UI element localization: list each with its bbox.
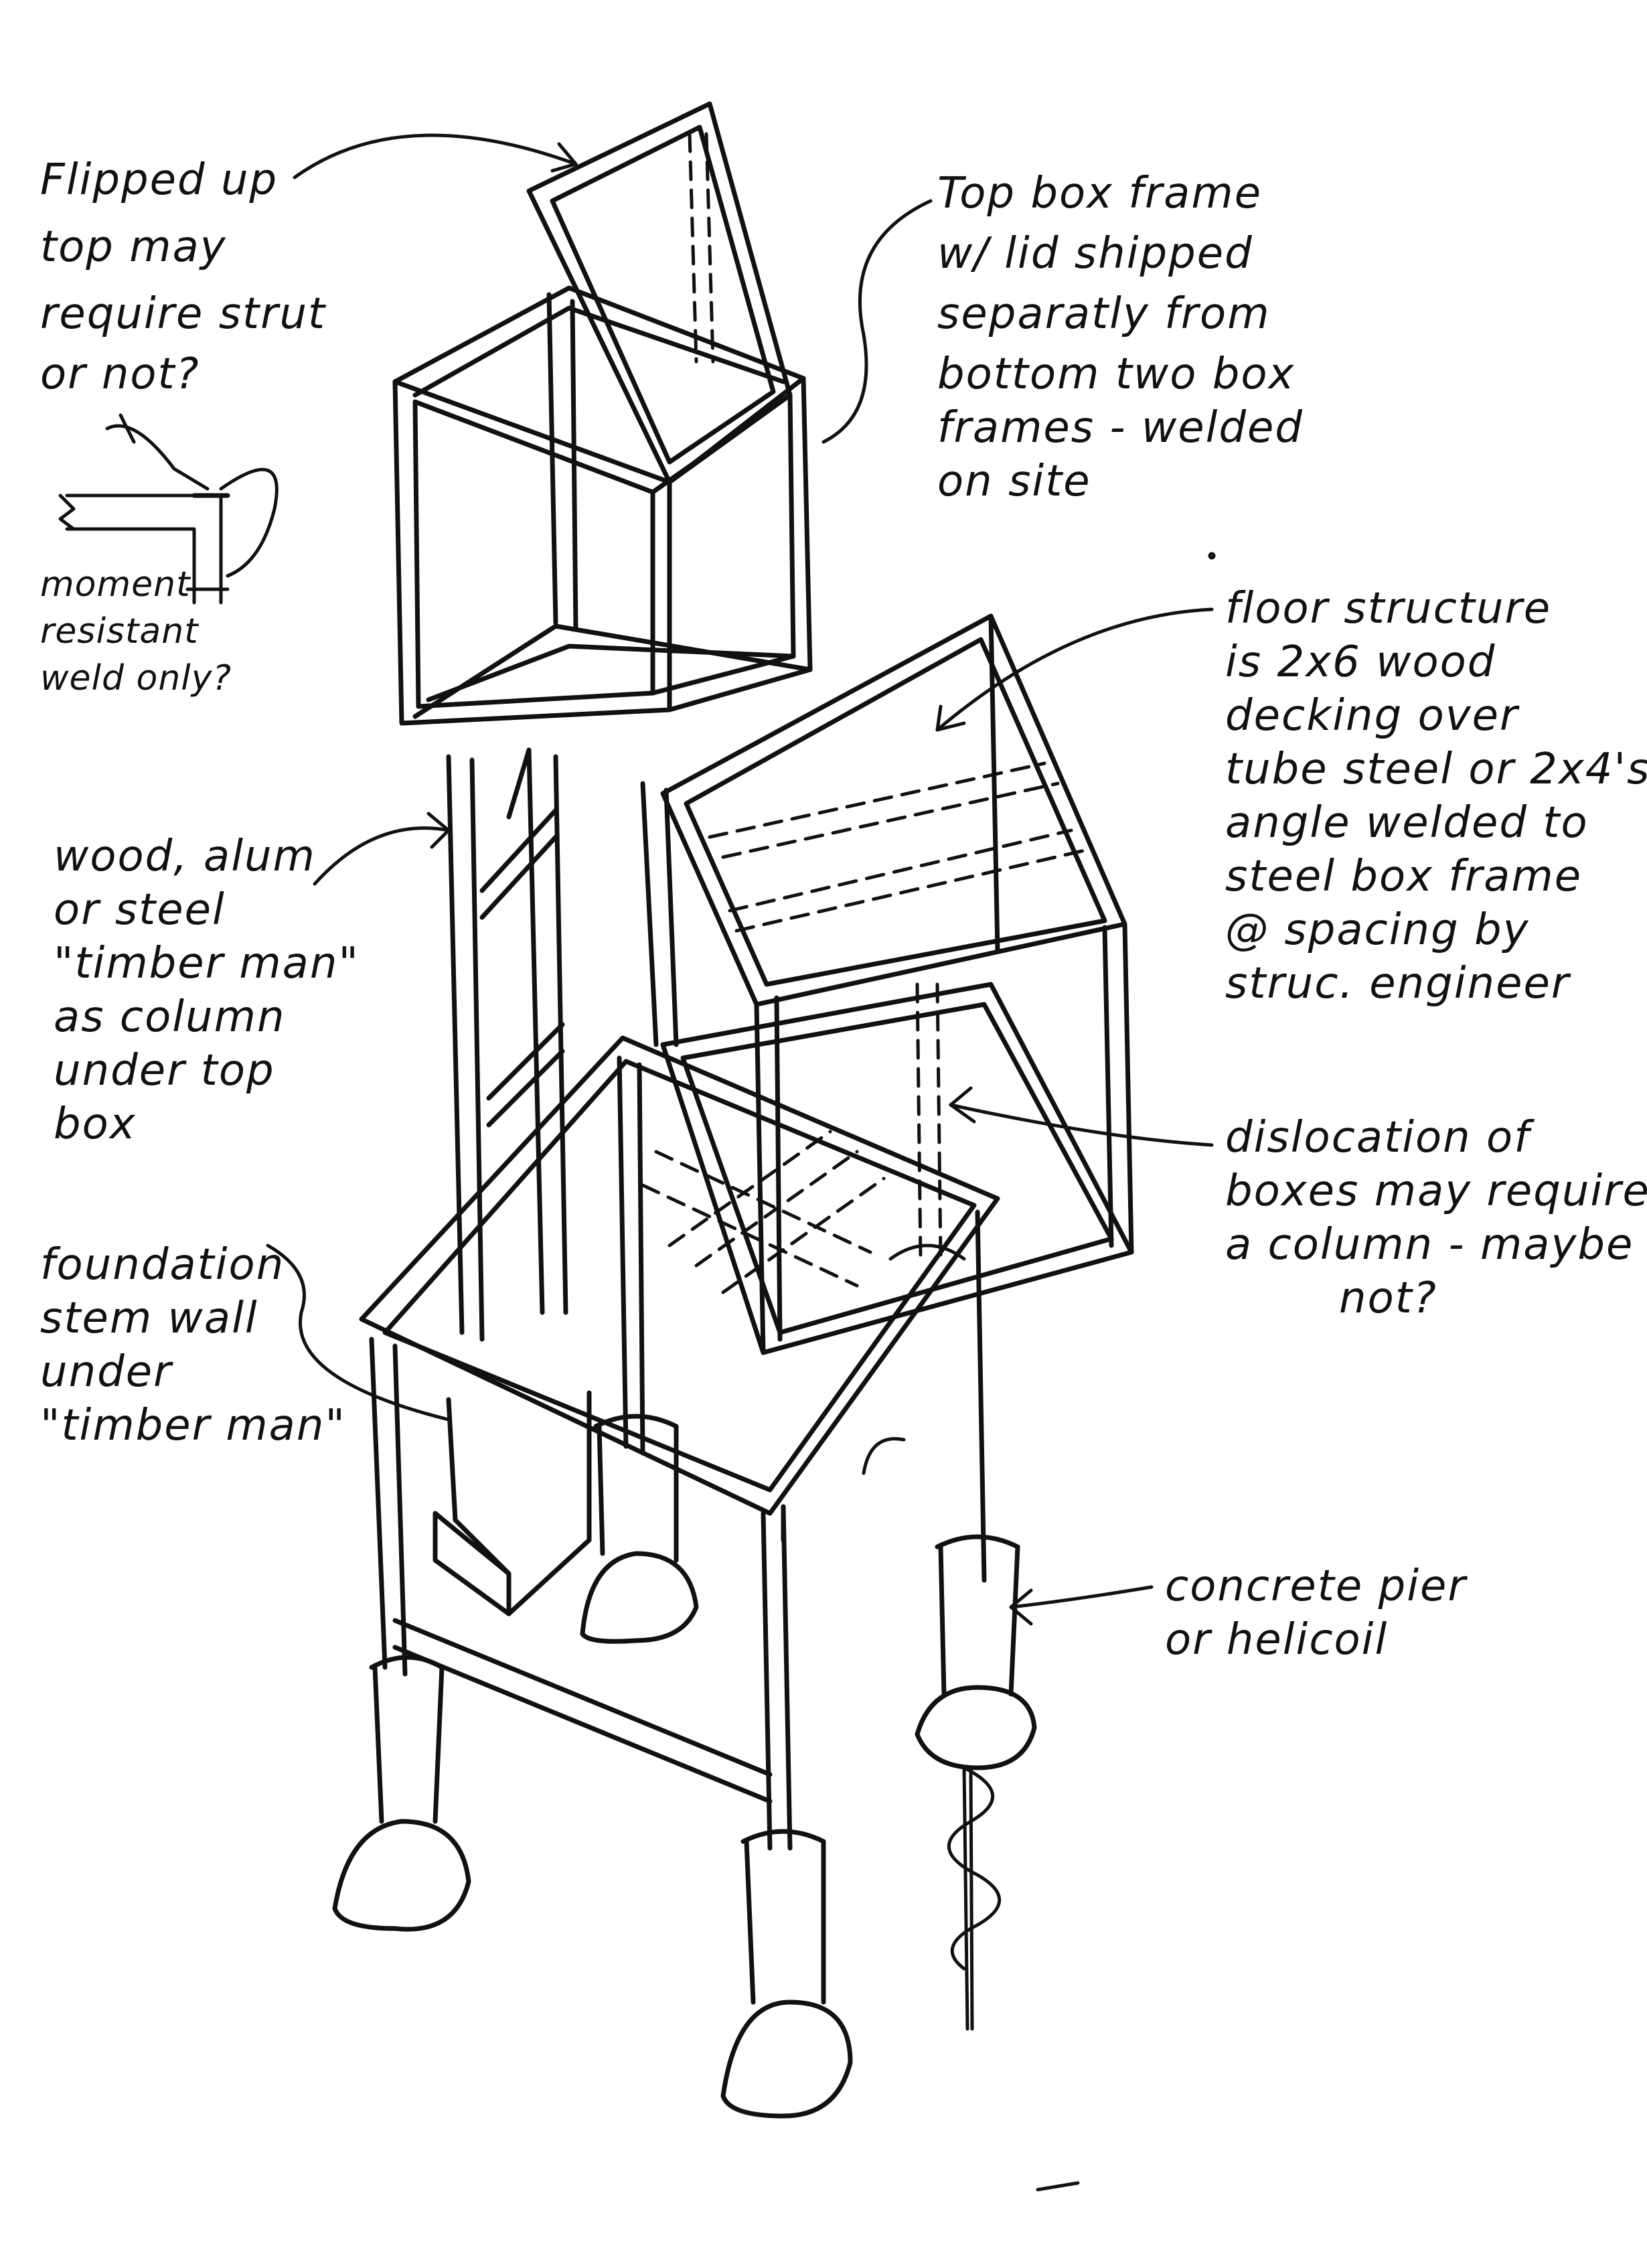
note-pier-line: or helicoil <box>1165 1615 1388 1665</box>
stray-dot <box>1208 552 1216 560</box>
note-moment-weld-line: moment <box>40 564 191 605</box>
note-top-box-line: bottom two box <box>937 350 1295 399</box>
note-floor-line: tube steel or 2x4's <box>1225 745 1647 794</box>
note-flipped-top: Flipped up top may require strut or not? <box>40 155 327 399</box>
note-timber-man-line: under top <box>54 1046 275 1095</box>
note-foundation: foundation stem wall under "timber man" <box>40 1240 346 1450</box>
leader-dislocation-arrow <box>949 1086 976 1124</box>
note-flipped-top-line: top may <box>40 222 227 272</box>
note-floor-line: @ spacing by <box>1225 905 1530 955</box>
note-floor-line: struc. engineer <box>1225 959 1571 1008</box>
note-timber-man-line: wood, alum <box>54 832 316 881</box>
leader-floor <box>935 607 1214 732</box>
note-dislocation-line: boxes may require <box>1225 1166 1647 1216</box>
weld-detail <box>58 413 279 605</box>
note-flipped-top-line: or not? <box>40 350 200 399</box>
note-top-box-line: frames - welded <box>937 403 1304 453</box>
flipped-lid <box>526 101 793 485</box>
note-top-box-line: Top box frame <box>937 169 1262 218</box>
top-box-frame <box>392 285 813 726</box>
note-floor-line: steel box frame <box>1225 852 1582 901</box>
note-pier: concrete pier or helicoil <box>1165 1562 1468 1665</box>
leader-timber-man-arrow <box>426 812 451 849</box>
note-top-box-line: on site <box>937 457 1091 506</box>
leader-flipped-top-arrow <box>550 142 578 173</box>
note-floor-structure: floor structure is 2x6 wood decking over… <box>1225 584 1647 1008</box>
leader-timber-man <box>313 826 451 886</box>
foundation-stem-wall <box>433 1390 592 1616</box>
note-top-box-line: separatly from <box>937 289 1271 339</box>
note-foundation-line: stem wall <box>40 1294 258 1343</box>
note-dislocation-line: a column - maybe <box>1225 1220 1634 1270</box>
note-dislocation-line: not? <box>1339 1274 1437 1323</box>
note-timber-man-line: "timber man" <box>54 939 360 988</box>
note-timber-man: wood, alum or steel "timber man" as colu… <box>54 832 360 1149</box>
note-floor-line: decking over <box>1225 691 1520 741</box>
stray-mark <box>1036 2181 1080 2192</box>
note-foundation-line: under <box>40 1347 173 1397</box>
note-pier-line: concrete pier <box>1165 1562 1468 1611</box>
note-timber-man-line: box <box>54 1100 137 1149</box>
note-top-box: Top box frame w/ lid shipped separatly f… <box>937 169 1304 506</box>
note-timber-man-line: or steel <box>54 885 226 935</box>
leader-flipped-top <box>293 133 578 179</box>
leader-foundation <box>266 1243 451 1422</box>
leader-top-box <box>821 199 933 444</box>
leader-dislocation <box>949 1103 1214 1147</box>
note-floor-line: is 2x6 wood <box>1225 637 1496 687</box>
leader-pier <box>1009 1585 1154 1609</box>
note-flipped-top-line: Flipped up <box>40 155 278 205</box>
note-foundation-line: "timber man" <box>40 1401 346 1450</box>
leader-lines <box>185 133 1214 1626</box>
note-timber-man-line: as column <box>54 992 286 1042</box>
note-floor-line: angle welded to <box>1225 798 1589 848</box>
note-moment-weld-line: weld only? <box>40 658 232 698</box>
timber-man-column <box>446 747 679 1342</box>
note-moment-weld: moment resistant weld only? <box>40 564 232 698</box>
note-foundation-line: foundation <box>40 1240 285 1290</box>
concrete-piers <box>332 1414 1037 2119</box>
note-flipped-top-line: require strut <box>40 289 327 339</box>
note-dislocation: dislocation of boxes may require a colum… <box>1225 1113 1647 1323</box>
leader-floor-arrow <box>935 704 966 732</box>
note-floor-line: floor structure <box>1225 584 1551 633</box>
leader-pier-arrow <box>1009 1588 1033 1626</box>
middle-box-frame <box>660 613 1134 1355</box>
note-dislocation-line: dislocation of <box>1225 1113 1535 1162</box>
note-moment-weld-line: resistant <box>40 611 199 652</box>
note-top-box-line: w/ lid shipped <box>937 229 1253 279</box>
